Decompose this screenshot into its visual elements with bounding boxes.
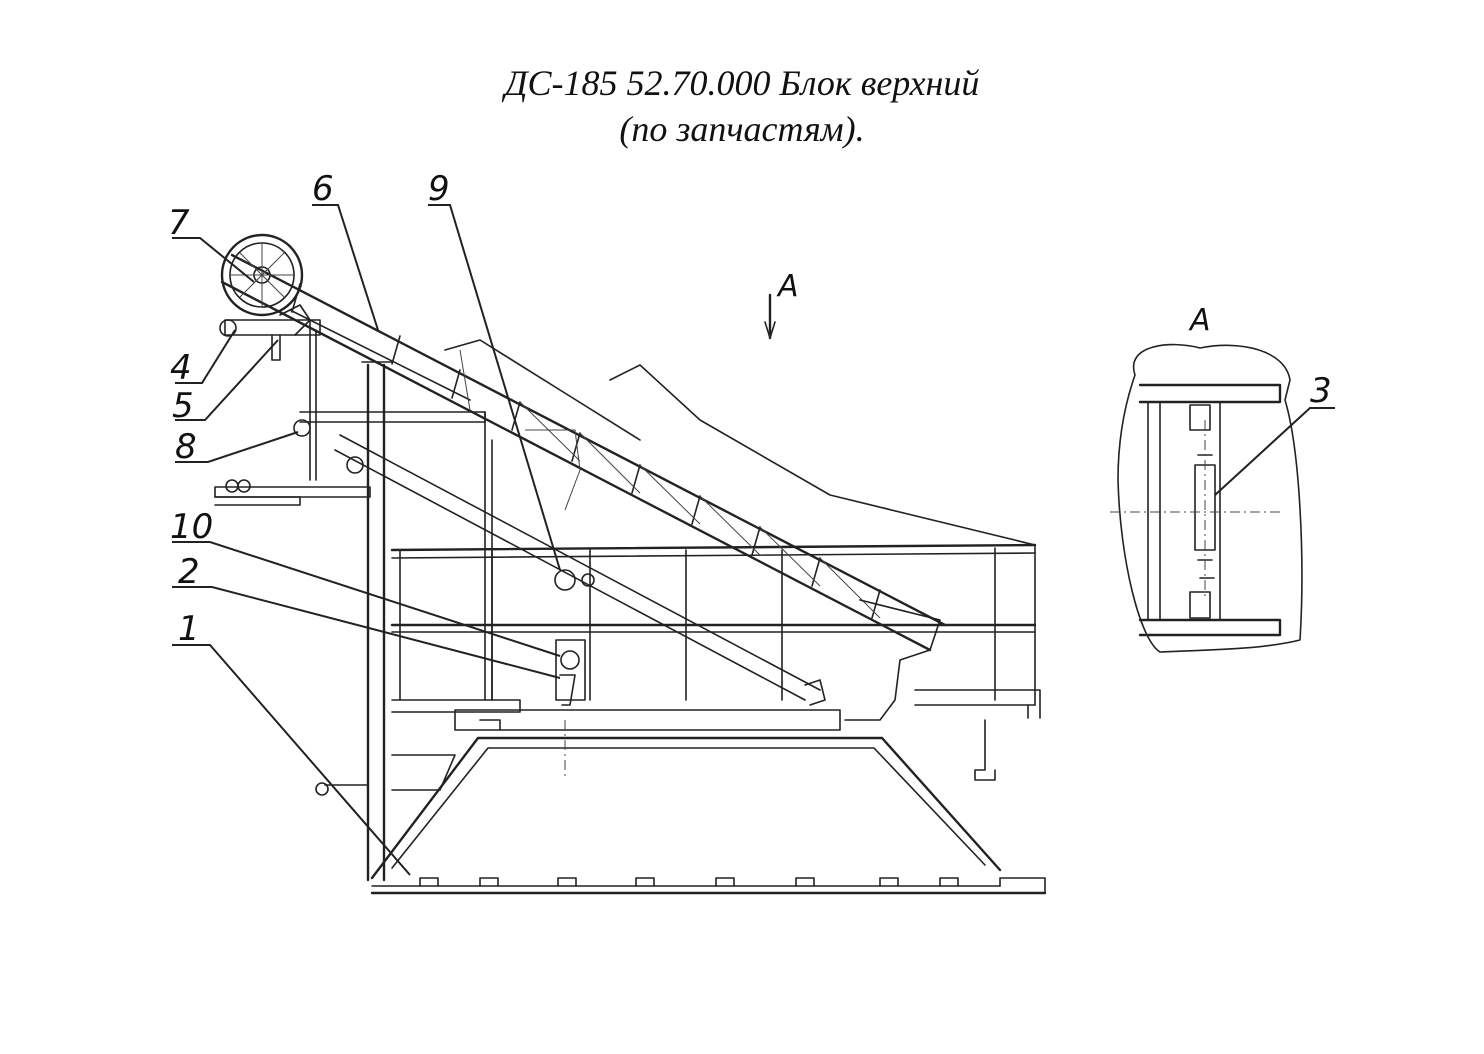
- callout-8: 8: [175, 427, 197, 467]
- callout-9: 9: [428, 169, 450, 209]
- callout-10: 10: [170, 507, 213, 547]
- callout-3: 3: [1310, 371, 1332, 411]
- callout-4: 4: [170, 348, 192, 388]
- callout-5: 5: [172, 386, 194, 426]
- drawing-title: ДС-185 52.70.000 Блок верхний: [504, 63, 980, 103]
- callout-6: 6: [312, 169, 334, 209]
- base-frame: [370, 709, 1047, 895]
- top-pulley-assembly: [219, 233, 321, 481]
- lower-chute: [334, 434, 941, 721]
- callout-leaders: [172, 204, 1335, 876]
- drive-unit: [554, 569, 595, 706]
- view-a-arrow: А: [764, 269, 799, 340]
- callout-1: 1: [178, 609, 200, 649]
- view-a-label: А: [776, 269, 799, 304]
- railing: [390, 543, 1041, 781]
- detail-a-title: А: [1188, 303, 1211, 338]
- rail-notches: [419, 877, 959, 887]
- detail-view-a: А: [1110, 303, 1303, 653]
- inclined-conveyor: [220, 253, 1036, 652]
- callout-7: 7: [168, 203, 190, 243]
- callout-labels: 1 2 3 4 5 6 7 8 9 10: [168, 169, 1332, 649]
- drawing-subtitle: (по запчастям).: [619, 109, 865, 149]
- roller-platform: [214, 411, 493, 701]
- callout-2: 2: [178, 552, 200, 592]
